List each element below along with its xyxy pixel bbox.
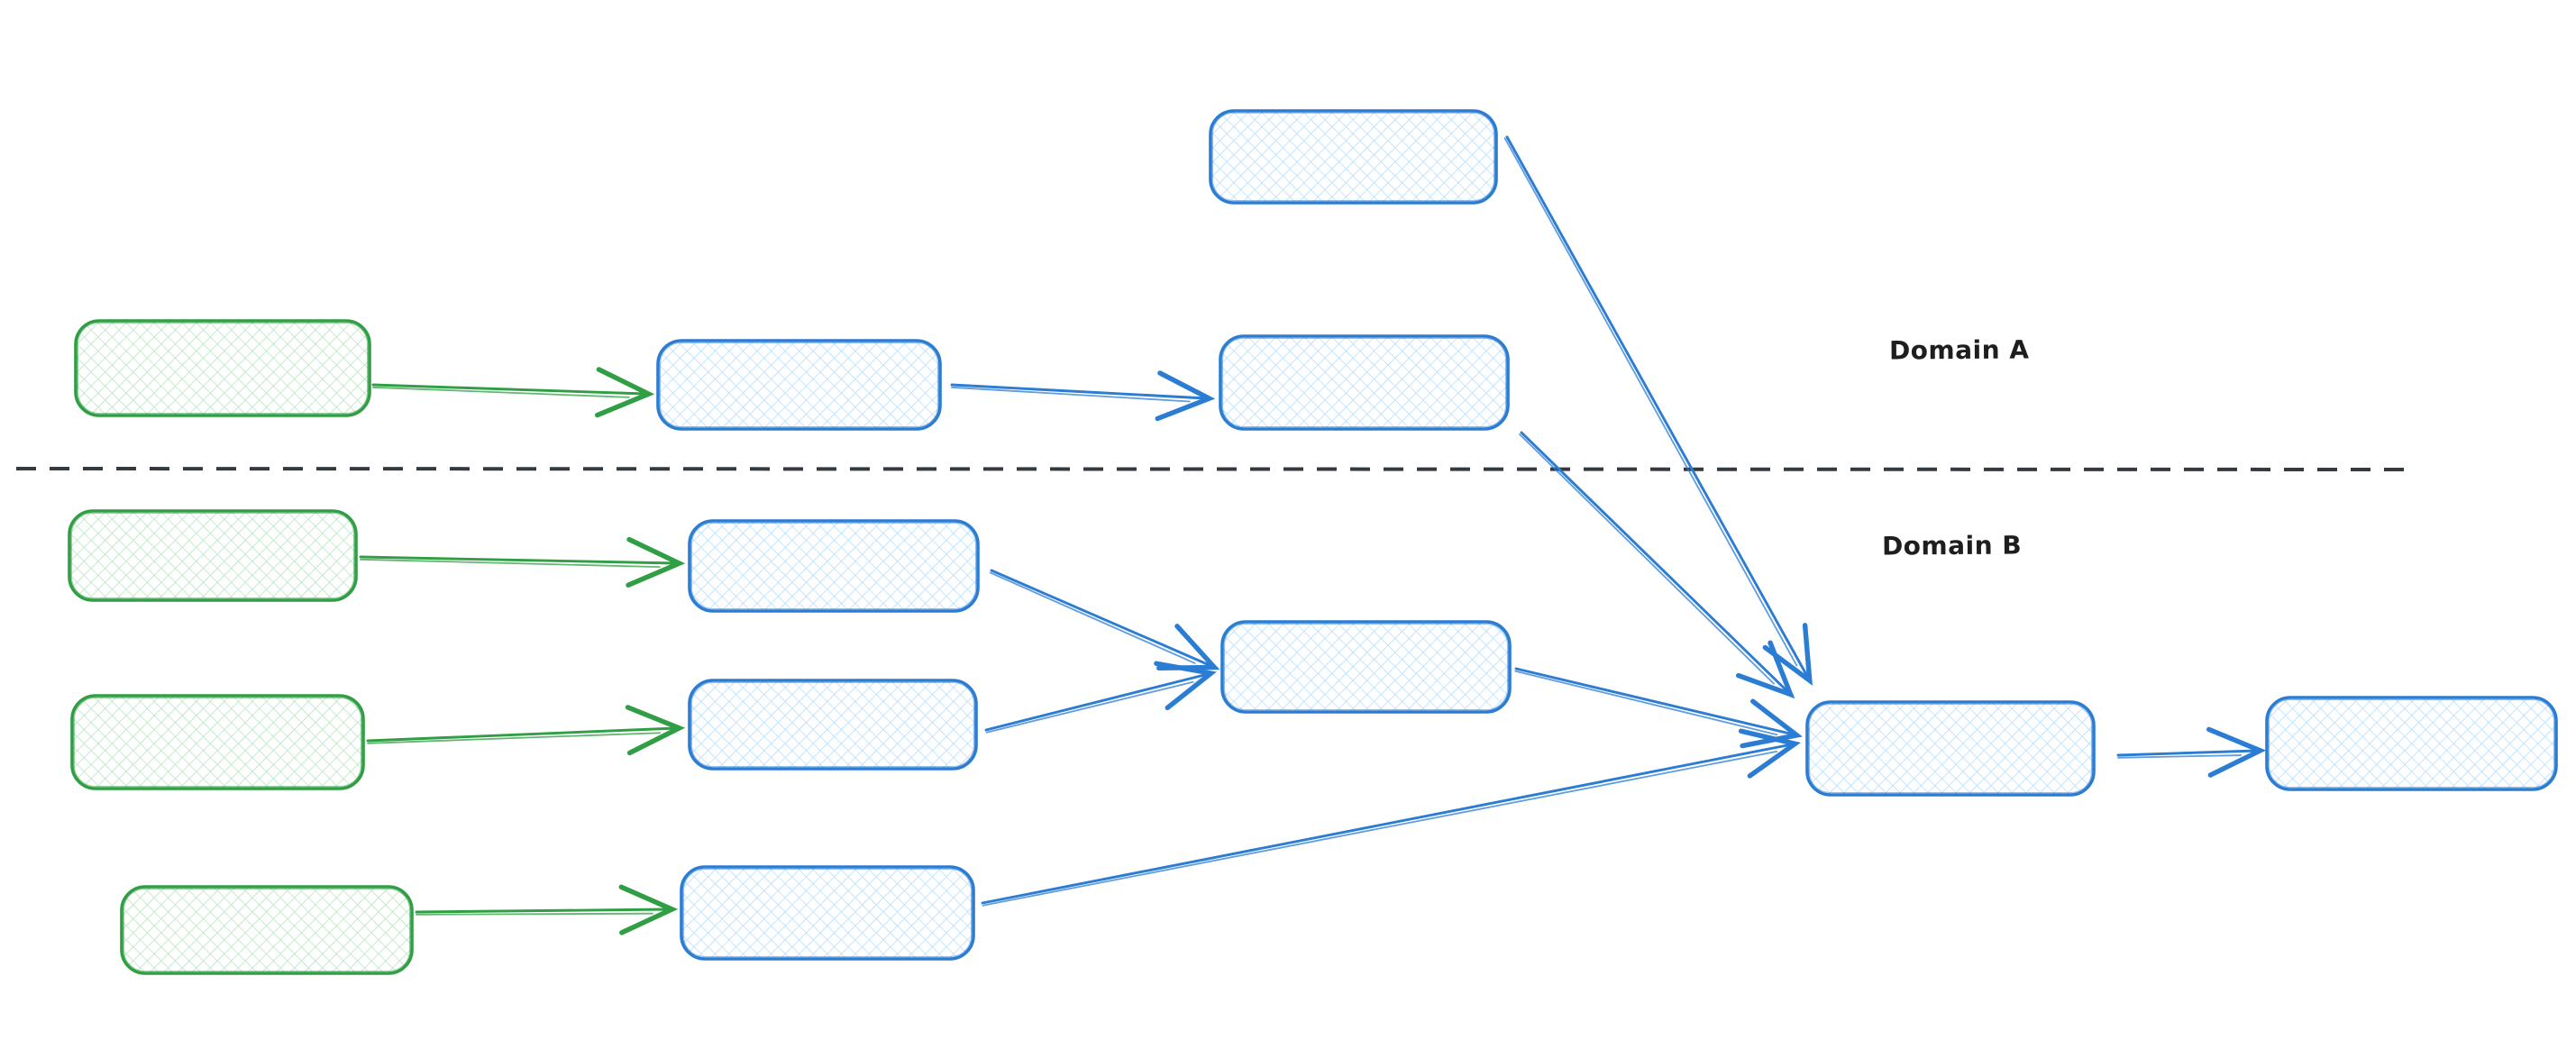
nodes-layer xyxy=(68,109,2558,975)
node-green-b1[interactable] xyxy=(68,509,358,602)
edge-blue-b-merge-to-blue-merge-main-sketch-stroke xyxy=(1514,670,1778,736)
node-blue-b2[interactable] xyxy=(688,679,978,771)
edge-blue-b1-to-blue-b-merge[interactable] xyxy=(990,569,1220,671)
node-green-a-sketch-outline xyxy=(77,322,369,415)
node-blue-a2[interactable] xyxy=(1219,334,1510,431)
node-blue-a2-sketch-outline xyxy=(1221,337,1507,428)
edge-blue-b2-to-blue-b-merge[interactable] xyxy=(984,661,1217,732)
node-blue-b3-sketch-outline xyxy=(682,868,973,958)
edge-blue-merge-main-to-blue-final[interactable] xyxy=(2116,726,2267,778)
edge-blue-b2-to-blue-b-merge-sketch-stroke xyxy=(985,680,1194,734)
edge-blue-b3-to-blue-merge-main-sketch-stroke xyxy=(982,750,1778,907)
edge-green-b3-to-blue-b3[interactable] xyxy=(415,884,679,935)
edge-green-b3-to-blue-b3-sketch-stroke xyxy=(416,912,653,916)
edge-green-b1-to-blue-b1[interactable] xyxy=(359,536,686,588)
edges-layer xyxy=(359,135,2267,935)
node-blue-a1-sketch-outline xyxy=(659,342,939,428)
domain-b-label[interactable]: Domain B xyxy=(1881,530,2023,561)
edge-blue-b3-to-blue-merge-main[interactable] xyxy=(981,728,1802,905)
node-blue-final-sketch-outline xyxy=(2268,698,2555,789)
node-blue-top[interactable] xyxy=(1209,109,1498,205)
domain-a-label[interactable]: Domain A xyxy=(1888,334,2030,366)
edge-blue-b1-to-blue-b-merge-sketch-stroke xyxy=(989,571,1196,664)
edge-blue-b-merge-to-blue-merge-main[interactable] xyxy=(1514,667,1803,749)
node-blue-b-merge[interactable] xyxy=(1220,620,1512,714)
node-blue-merge-main-sketch-outline xyxy=(1808,703,2093,794)
edge-green-b1-to-blue-b1-sketch-stroke xyxy=(360,558,661,569)
edge-blue-top-to-blue-merge-main-sketch-stroke xyxy=(1503,137,1798,667)
node-blue-a1[interactable] xyxy=(656,339,942,431)
node-green-b1-sketch-outline xyxy=(70,512,355,599)
node-blue-final[interactable] xyxy=(2265,696,2558,791)
node-green-a[interactable] xyxy=(74,319,371,417)
edge-green-a-to-blue-a1-sketch-stroke xyxy=(372,386,630,398)
edge-green-b2-to-blue-b2[interactable] xyxy=(366,705,686,756)
domain-divider-dashed-line[interactable] xyxy=(15,467,2416,471)
node-blue-b1-sketch-outline xyxy=(690,522,977,610)
node-green-b2[interactable] xyxy=(70,694,365,790)
node-green-b2-sketch-outline xyxy=(73,697,362,788)
edge-blue-a1-to-blue-a2[interactable] xyxy=(950,370,1216,422)
edge-blue-a2-to-blue-merge-main-sketch-stroke xyxy=(1519,433,1775,685)
node-blue-merge-main[interactable] xyxy=(1805,700,2096,797)
node-green-b3-sketch-outline xyxy=(123,888,411,972)
node-blue-b2-sketch-outline xyxy=(690,681,975,768)
node-blue-b-merge-sketch-outline xyxy=(1223,623,1509,711)
edge-green-a-to-blue-a1[interactable] xyxy=(371,367,655,418)
edge-blue-a1-to-blue-a2-sketch-stroke xyxy=(950,386,1191,403)
node-blue-top-sketch-outline xyxy=(1211,112,1495,202)
edge-green-b2-to-blue-b2-sketch-stroke xyxy=(367,732,662,744)
edge-blue-a2-to-blue-merge-main[interactable] xyxy=(1520,431,1795,699)
node-blue-b3[interactable] xyxy=(680,865,975,961)
node-green-b3[interactable] xyxy=(120,885,414,975)
edge-blue-top-to-blue-merge-main[interactable] xyxy=(1505,135,1813,686)
node-blue-b1[interactable] xyxy=(688,519,980,613)
